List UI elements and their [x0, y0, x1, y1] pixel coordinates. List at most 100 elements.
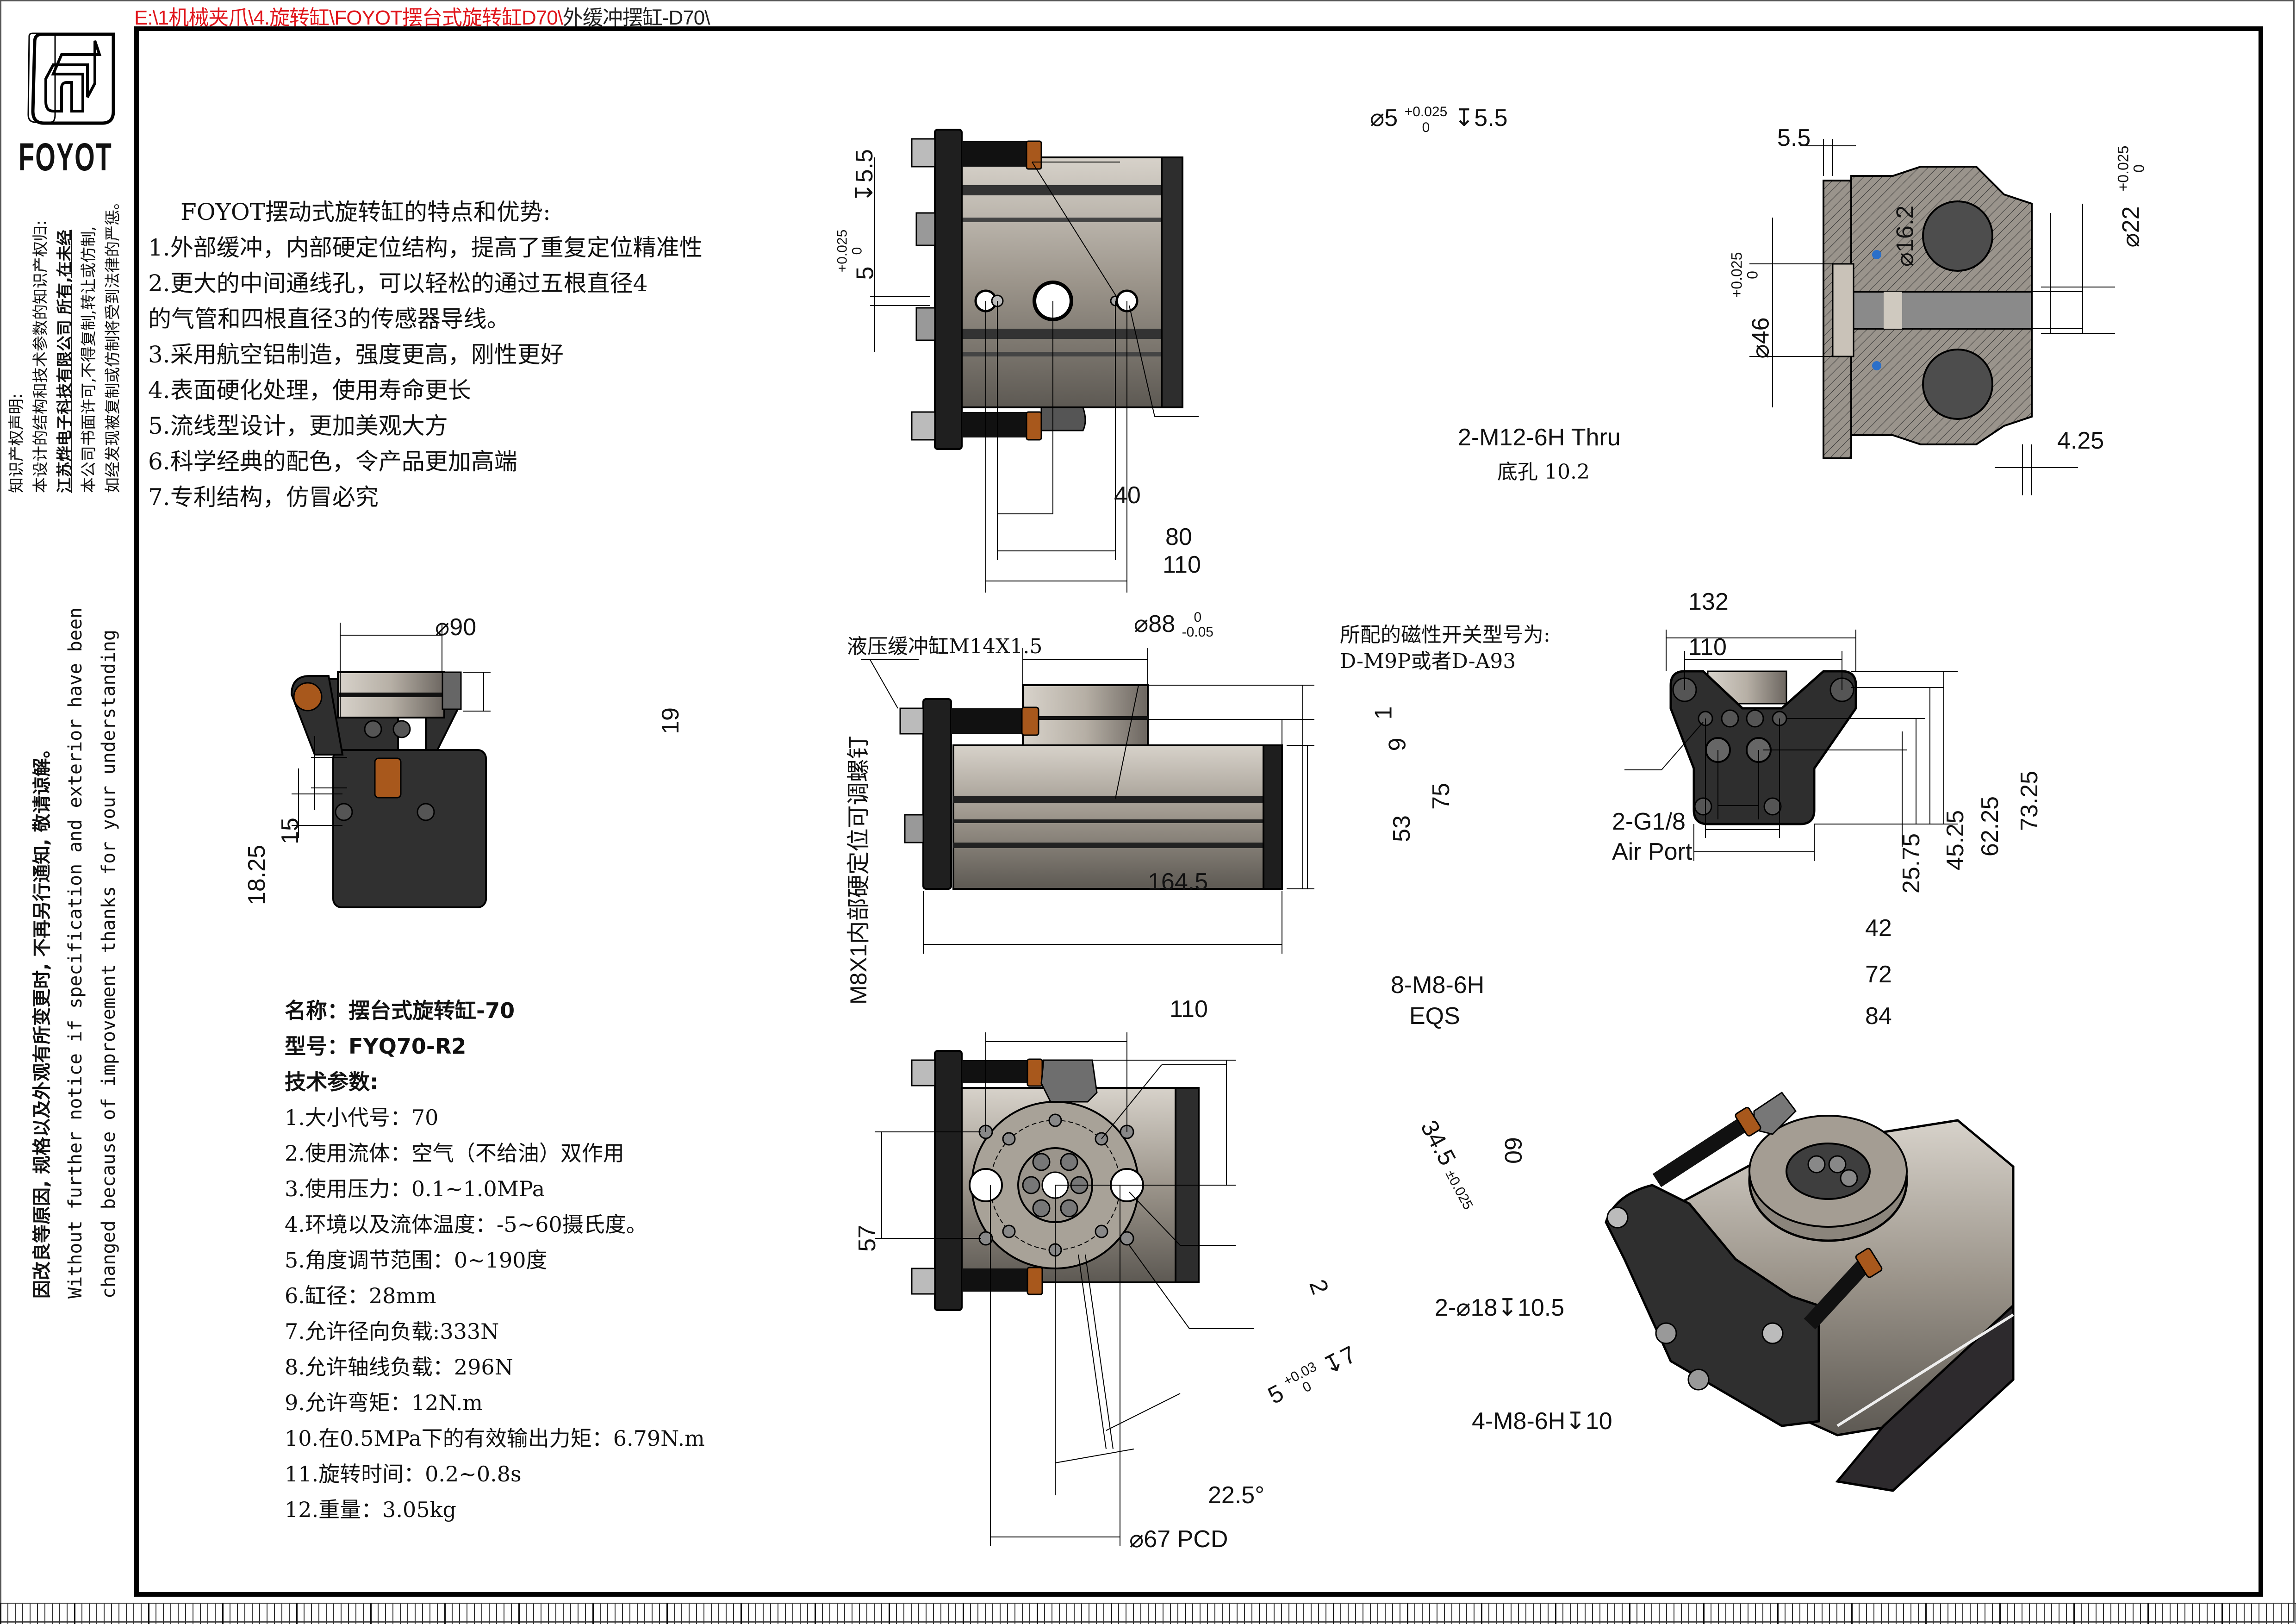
bracket-plate [934, 129, 963, 450]
copyright-notice: 知识产权声明: 本设计的结构和技术参数的知识产权归: 江苏烨电子科技有限公司 所… [5, 194, 125, 493]
feature-item: 5.流线型设计，更加美观大方 [148, 412, 448, 439]
dim-top-40: 40 [1114, 482, 1141, 509]
dim-end-left-18-25: 18.25 [243, 844, 271, 906]
tol-upper: +0.025 [2115, 145, 2132, 192]
dim-top-110: 110 [1163, 551, 1201, 578]
end-view-right-drawing [1624, 630, 1958, 861]
drawing-frame [134, 26, 2263, 1597]
dim-side-1: 1 [1370, 706, 1397, 720]
thread-callout-8-m8: 8-M8-6H [1391, 972, 1485, 999]
isometric-view-drawing [1605, 1091, 2015, 1492]
dim-section-22: ⌀22 [2117, 206, 2145, 248]
dim-side-88: ⌀88 0 -0.05 [1134, 610, 1213, 640]
side-cylinder-body [952, 744, 1283, 890]
dim-top-80: 80 [1165, 524, 1192, 550]
dim-top-left-tol: +0.025 0 [834, 230, 865, 273]
foyot-logo-icon [27, 32, 56, 123]
buffer-label: 液压缓冲缸M14X1.5 [847, 635, 1043, 658]
feature-item: 1.外部缓冲，内部硬定位结构，提高了重复定位精准性 [148, 234, 703, 261]
tol-upper: 0 [1194, 610, 1202, 625]
thread-callout-m12: 2-M12-6H Thru [1458, 424, 1621, 451]
dim-end-left-90: ⌀90 [435, 614, 477, 641]
pcd-67: ⌀67 PCD [1129, 1526, 1228, 1553]
file-path: E:\1机械夹爪\4.旋转缸\FOYOT摆台式旋转缸D70\外缓冲摆缸-D70\ [134, 1, 710, 31]
product-model: 型号：FYQ70-R2 [285, 1034, 467, 1059]
dim-end-right-62-25: 62.25 [1977, 796, 2004, 857]
dim-end-left-15: 15 [276, 818, 304, 844]
hole-tol-lower: 0 [1422, 120, 1430, 135]
side-view-drawing [861, 648, 1314, 954]
copyright-line: 本设计的结构和技术参数的知识产权归: [31, 220, 50, 493]
dim-side-53: 53 [1388, 815, 1415, 842]
dim-top-left-5: 5 [852, 266, 879, 280]
dim-end-right-110: 110 [1688, 634, 1727, 661]
spec-item: 1.大小代号：70 [285, 1105, 439, 1130]
dim-section-46: ⌀46 [1747, 317, 1774, 359]
product-name: 名称：摆台式旋转缸-70 [285, 998, 515, 1023]
side-bracket [922, 698, 952, 890]
hole-depth: ↧5.5 [1454, 105, 1508, 131]
dim-end-left-19: 19 [657, 707, 684, 734]
foyot-logo-mark [31, 32, 115, 125]
feature-item: 4.表面硬化处理，使用寿命更长 [148, 377, 471, 404]
top-hole-callout: ⌀5 +0.025 0 ↧5.5 [1370, 104, 1508, 136]
dim-side-75: 75 [1427, 783, 1455, 810]
end-view-left-drawing [290, 623, 491, 908]
thread-callout-eqs: EQS [1409, 1003, 1460, 1030]
tol-lower: -0.05 [1182, 625, 1213, 640]
shock-absorber-bottom [962, 412, 1027, 437]
copyright-line: 江苏烨电子科技有限公司 所有,在未经 [56, 230, 74, 493]
tol-upper: +0.025 [1728, 252, 1745, 298]
tol-lower: 0 [849, 247, 865, 255]
dim-88-value: ⌀88 [1134, 611, 1176, 637]
tol-lower: 0 [1744, 271, 1761, 279]
change-notice: 因改良等原因, 规格以及外观有所变更时, 不再另行通知, 敬请谅解。 Witho… [25, 604, 125, 1299]
spec-heading: 技术参数: [285, 1069, 379, 1094]
notice-line: 因改良等原因, 规格以及外观有所变更时, 不再另行通知, 敬请谅解。 [31, 739, 53, 1299]
file-path-black: 外缓冲摆缸-D70\ [562, 6, 710, 29]
spec-item: 4.环境以及流体温度：-5~60摄氏度。 [285, 1212, 647, 1237]
spec-item: 2.使用流体：空气（不给油）双作用 [285, 1141, 624, 1166]
copyright-line: 本公司书面许可,不得复制,转让或仿制, [80, 226, 98, 493]
tol-lower: 0 [2130, 164, 2147, 173]
notice-line: Without further notice if specification … [65, 607, 86, 1299]
dim-end-right-72: 72 [1865, 961, 1892, 988]
thread-callout-sub: 底孔 10.2 [1497, 460, 1590, 484]
bottom-view-drawing [875, 1032, 1254, 1546]
spec-item: 9.允许弯矩：12N.m [285, 1390, 483, 1415]
notice-line: changed because of improvement thanks fo… [98, 630, 119, 1299]
air-port-label-1: 2-G1/8 [1612, 808, 1686, 835]
features-list: FOYOT摆动式旋转缸的特点和优势: 1.外部缓冲，内部硬定位结构，提高了重复定… [148, 194, 703, 515]
spec-item: 11.旋转时间：0.2~0.8s [285, 1462, 522, 1487]
feature-item: 3.采用航空铝制造，强度更高，刚性更好 [148, 341, 564, 368]
spec-item: 5.角度调节范围：0~190度 [285, 1248, 548, 1273]
features-title: FOYOT摆动式旋转缸的特点和优势: [180, 199, 551, 225]
dim-section-22-tol: +0.025 0 [2115, 146, 2147, 192]
spec-item: 6.缸径：28mm [285, 1283, 436, 1308]
logo-badge [374, 757, 402, 799]
angle-22-5: 22.5° [1208, 1482, 1265, 1509]
dim-end-right-132: 132 [1688, 588, 1729, 615]
feature-item: 的气管和四根直径3的传感器导线。 [148, 306, 510, 332]
dim-end-right-84: 84 [1865, 1003, 1892, 1030]
thread-callout-4-m8: 4-M8-6H↧10 [1472, 1408, 1612, 1435]
end-plate [332, 749, 487, 908]
feature-item: 7.专利结构，仿冒必究 [148, 484, 379, 511]
spec-item: 7.允许径向负载:333N [285, 1319, 499, 1344]
spec-item: 12.重量：3.05kg [285, 1497, 456, 1522]
feature-item: 6.科学经典的配色，令产品更加高端 [148, 448, 517, 475]
dim-bottom-110: 110 [1170, 996, 1208, 1023]
dim-bottom-60: 60 [1499, 1137, 1526, 1164]
spec-list: 名称：摆台式旋转缸-70 型号：FYQ70-R2 技术参数: 1.大小代号：70… [285, 993, 705, 1528]
copyright-line: 如经发现被复制或仿制将受到法律的严惩。 [104, 194, 122, 493]
dim-side-9: 9 [1384, 737, 1411, 751]
dim-side-164-5: 164.5 [1148, 868, 1208, 895]
switch-label-1: 所配的磁性开关型号为: [1340, 623, 1550, 647]
dim-section-46-tol: +0.025 0 [1728, 252, 1761, 298]
dim-end-right-25-75: 25.75 [1898, 833, 1925, 894]
dim-section-16-2: ⌀16.2 [1892, 205, 1919, 267]
air-port-label-2: Air Port [1612, 838, 1692, 865]
dim-bottom-57: 57 [853, 1225, 881, 1252]
dim-end-right-45-25: 45.25 [1942, 810, 1969, 871]
spec-item: 10.在0.5MPa下的有效输出力矩：6.79N.m [285, 1426, 705, 1451]
